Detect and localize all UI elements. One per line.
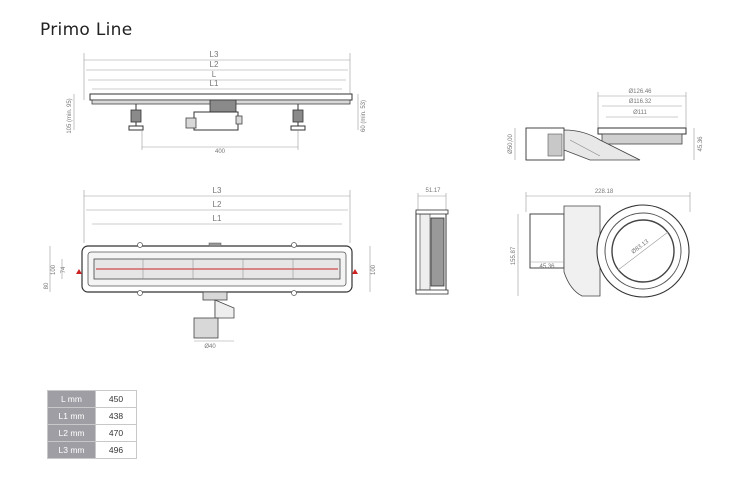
spec-value: 470 [95, 424, 137, 442]
dim-label-l3-plan: L3 [213, 186, 222, 195]
screw-icon [291, 290, 297, 296]
table-row: L mm 450 [47, 390, 137, 408]
dim-top-length: 228.18 [595, 189, 614, 195]
dim-foot-spacing: 400 [215, 149, 226, 155]
table-row: L3 mm 496 [47, 441, 137, 459]
outlet-pipe [185, 117, 197, 129]
dim-label-l1-plan: L1 [213, 214, 222, 223]
outlet-body [193, 111, 239, 131]
dim-d2: Ø116.32 [629, 99, 652, 105]
page-title: Primo Line [40, 20, 133, 40]
dim-side-height: 45.36 [698, 136, 704, 152]
trap-body [563, 129, 641, 161]
dim-label-l: L [212, 70, 217, 79]
grate-profile [89, 93, 353, 101]
arrow-right-icon [352, 269, 358, 274]
screw-icon [291, 242, 297, 248]
outlet-pipe-plan [529, 213, 565, 269]
spec-label: L2 mm [47, 424, 96, 442]
leveling-foot-right [292, 109, 304, 123]
spec-label: L mm [47, 390, 96, 408]
section-view: 51.17 [415, 188, 449, 295]
dim-label-l2-plan: L2 [213, 200, 222, 209]
dim-outer-width: 80 [44, 282, 50, 289]
table-row: L2 mm 470 [47, 424, 137, 442]
spec-label: L1 mm [47, 407, 96, 425]
outlet-plan-view: 228.18 Ø83.13 155.87 45.36 [511, 189, 691, 298]
leveling-foot-left [130, 109, 142, 123]
screw-icon [137, 290, 143, 296]
spec-value: 450 [95, 390, 137, 408]
arrow-left-icon [76, 269, 82, 274]
dim-d1: Ø126.46 [628, 89, 652, 95]
dim-height-right: 60 (min. 53) [361, 100, 367, 132]
dim-label-l3: L3 [210, 50, 219, 59]
screw-icon [137, 242, 143, 248]
dim-pipe-width: 45.36 [539, 264, 555, 270]
table-row: L1 mm 438 [47, 407, 137, 425]
section-profile [430, 217, 445, 287]
dim-inner-width: 100 [51, 264, 57, 275]
outlet-neck [209, 99, 237, 113]
dim-slot-width: 74 [61, 266, 67, 273]
spec-value: 438 [95, 407, 137, 425]
dim-right-width: 100 [371, 264, 377, 275]
dim-label-l2: L2 [210, 60, 219, 69]
dim-outlet-height: Ø50,00 [508, 133, 514, 153]
spec-value: 496 [95, 441, 137, 459]
side-elevation-view: L3 L2 L L1 105 (min. 95) 60 (min. 53) 40… [67, 50, 367, 155]
dim-label-l1: L1 [210, 79, 219, 88]
spec-table: L mm 450 L1 mm 438 L2 mm 470 L3 mm 496 [47, 390, 137, 459]
plan-view: L3 L2 L1 80 100 74 100 Ø40 [44, 186, 377, 350]
outlet-elevation-view: Ø126.46 Ø116.32 Ø111 Ø50,00 45.36 [508, 89, 704, 161]
dim-total-height: 155.87 [511, 246, 517, 265]
outlet-spigot [193, 317, 219, 339]
dim-height-left: 105 (min. 95) [67, 98, 73, 133]
dim-section-width: 51.17 [425, 188, 441, 194]
dim-d3: Ø111 [633, 110, 647, 116]
outlet-clip [235, 115, 243, 125]
dim-outlet: Ø40 [204, 344, 216, 350]
spec-label: L3 mm [47, 441, 96, 459]
